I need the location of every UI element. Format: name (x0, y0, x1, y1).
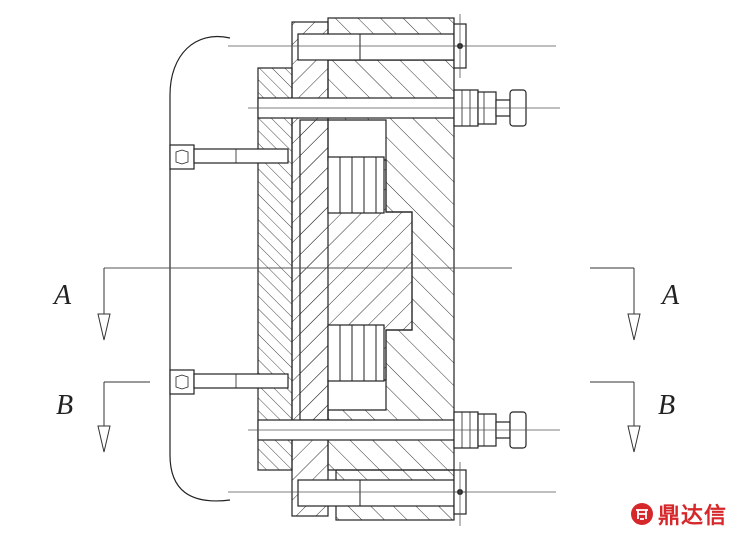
section-label-a-left: A (54, 280, 72, 311)
ddx-logo-icon (631, 503, 653, 525)
top-cap-screw (297, 23, 467, 69)
section-label-b-left: B (56, 390, 74, 421)
left-plate (257, 67, 293, 471)
section-label-a-right: A (662, 280, 680, 311)
section-a-marker (97, 267, 641, 341)
section-label-b-right: B (658, 390, 676, 421)
upper-side-screw (169, 144, 289, 170)
carrier-frame (169, 36, 231, 502)
upper-spring-stack (327, 156, 385, 214)
watermark: 鼎达信 (630, 498, 727, 530)
watermark-text: 鼎达信 (658, 504, 728, 529)
lower-spring-stack (327, 324, 385, 382)
section-b-marker (97, 381, 641, 453)
center-lines (104, 14, 560, 526)
lower-side-screw (169, 369, 289, 395)
